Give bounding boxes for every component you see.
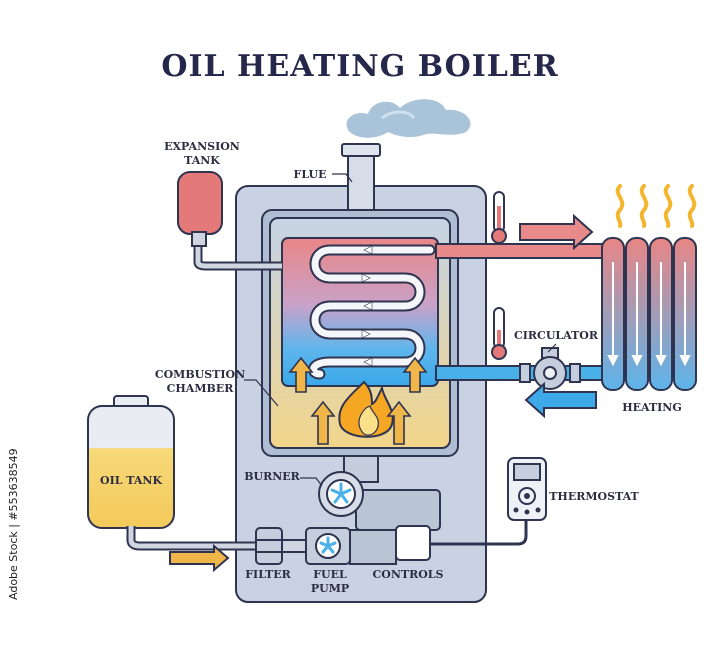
heat-exchanger-coil — [308, 244, 436, 380]
circulator-pump — [519, 347, 581, 390]
label-thermostat: THERMOSTAT — [549, 490, 639, 503]
fuel-flow-arrow-icon — [169, 543, 230, 573]
label-combustion-chamber-2: CHAMBER — [167, 382, 235, 395]
label-filter: FILTER — [245, 568, 291, 581]
thermostat-device — [507, 457, 547, 521]
label-controls: CONTROLS — [373, 568, 444, 581]
expansion-tank — [177, 171, 282, 271]
hot-flow-arrow-icon — [519, 213, 594, 251]
controls-box — [349, 525, 431, 565]
label-fuel-pump-2: PUMP — [311, 582, 349, 595]
smoke-cloud — [346, 99, 471, 138]
label-combustion-chamber: COMBUSTION — [155, 368, 245, 381]
burner-flame — [338, 380, 394, 438]
label-circulator: CIRCULATOR — [514, 329, 599, 342]
cold-flow-arrow-icon — [524, 381, 597, 419]
oil-tank — [87, 395, 175, 529]
label-expansion-tank-2: TANK — [184, 154, 220, 167]
label-expansion-tank: EXPANSION — [164, 140, 240, 153]
heat-waves-icon — [615, 184, 697, 228]
filter — [255, 527, 283, 565]
burner-assembly — [318, 455, 441, 531]
fuel-pump — [305, 527, 351, 565]
radiator — [601, 237, 697, 391]
label-oil-tank: OIL TANK — [100, 474, 162, 487]
thermometer-cold-icon — [491, 307, 507, 360]
coil-flow-arrows — [361, 245, 373, 367]
thermostat-wire — [430, 520, 528, 546]
label-flue: FLUE — [294, 168, 327, 181]
label-fuel-pump: FUEL — [313, 568, 347, 581]
heat-arrows — [288, 356, 428, 445]
diagram-title: OIL HEATING BOILER — [161, 49, 558, 84]
label-heating: HEATING — [622, 401, 682, 414]
label-burner: BURNER — [244, 470, 300, 483]
thermometer-hot-icon — [491, 191, 507, 244]
leader-lines — [244, 173, 557, 487]
watermark-text: Adobe Stock | #553638549 — [7, 448, 20, 600]
hot-water-pipe — [435, 243, 621, 259]
